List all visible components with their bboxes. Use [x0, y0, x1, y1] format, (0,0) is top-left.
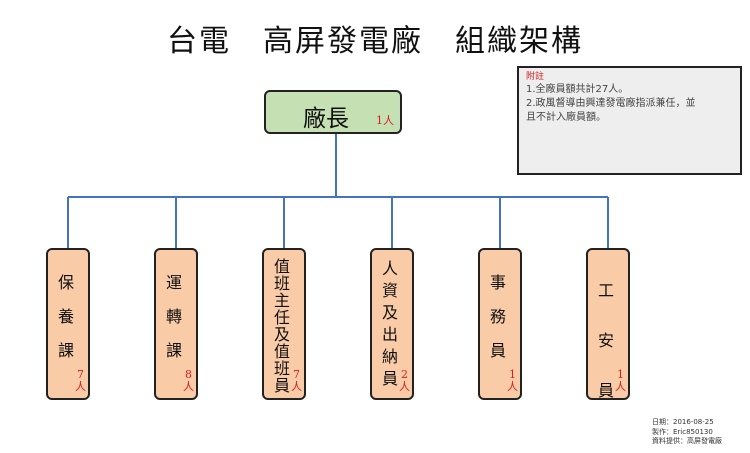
notes-line: 且不計入廠員額。 [526, 112, 606, 123]
notes-line: 1.全廠員額共計27人。 [526, 84, 629, 95]
notes-box: 附註 1.全廠員額共計27人。 2.政風督導由興達發電廠指派兼任，並 且不計入廠… [517, 66, 742, 175]
notes-line: 2.政風督導由興達發電廠指派兼任，並 [526, 98, 696, 109]
unit-label: 人資及出納員 [381, 259, 398, 388]
unit-label: 值班主任及值班員 [273, 257, 290, 395]
chart-title: 台電 高屏發電廠 組織架構 [167, 24, 583, 59]
unit-label: 保養課 [57, 273, 74, 360]
unit-label: 事務員 [489, 273, 506, 360]
plant-director-node: 廠長 1人 [264, 90, 402, 134]
unit-label: 工安員 [597, 281, 614, 400]
plant-director-count: 1人 [376, 114, 394, 127]
footer-date: 日期：2016-08-25 [652, 418, 714, 426]
notes-heading: 附註 [526, 72, 545, 82]
unit-label: 運轉課 [165, 273, 182, 360]
footer-credits: 日期：2016-08-25 製作：Eric850130 資料提供：高屏發電廠 [652, 418, 722, 447]
plant-director-label: 廠長 [303, 106, 349, 132]
footer-source: 資料提供：高屏發電廠 [652, 437, 722, 445]
footer-author: 製作：Eric850130 [652, 427, 713, 436]
